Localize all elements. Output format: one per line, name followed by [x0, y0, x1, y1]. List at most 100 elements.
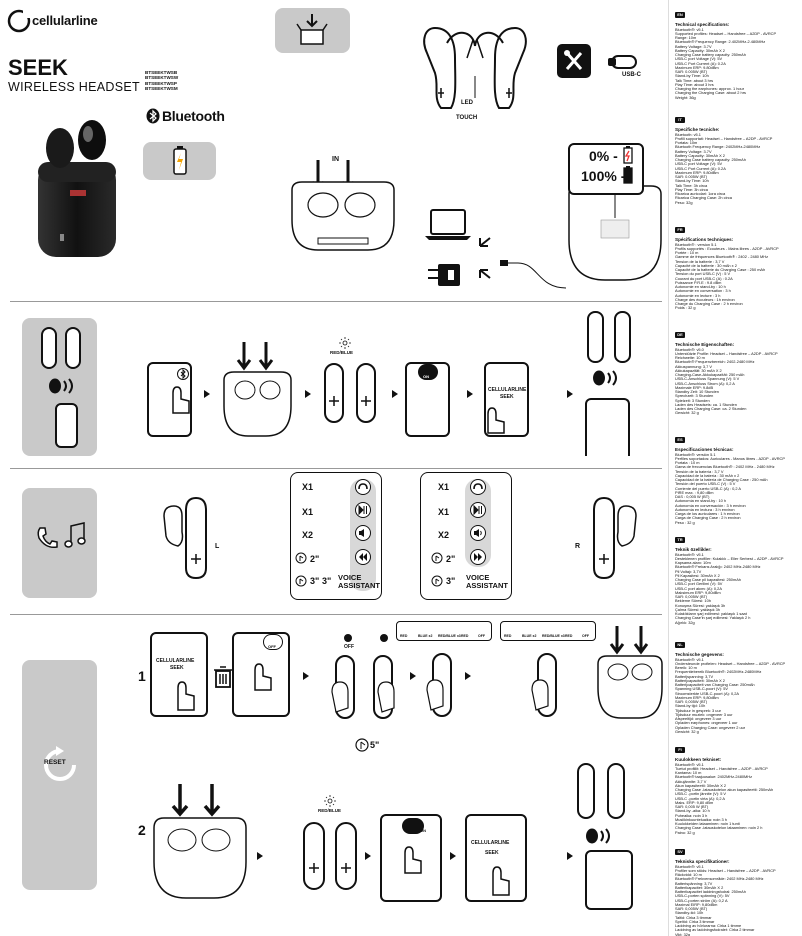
model-code: BTSEEKTWSB	[145, 70, 178, 75]
spec-line: Battery Capacity: 30mAh X 2	[675, 153, 725, 158]
spec-line: USB-C port akımı (A): 0,2A	[675, 586, 722, 591]
left-x2-vol: X2	[302, 530, 314, 540]
spec-line: Charge du Charging Case : 2 h environ	[675, 302, 743, 307]
spec-line: Vikt: 32g	[675, 932, 691, 936]
left-hold3-b: 3"	[322, 576, 332, 586]
spec-line: Paino: 32 g	[675, 830, 695, 835]
spec-line: Courant du port USB-C (A) : 0.2A	[675, 276, 733, 281]
spec-line: Akkukapazität: 30 mAh X 2	[675, 368, 722, 373]
spec-line: Gamme de fréquences Bluetooth® : 2402 - …	[675, 255, 769, 260]
bluetooth-toggle-icon	[177, 368, 189, 380]
device-name-label: CELLULARLINE	[156, 658, 195, 664]
led-blink-icon	[339, 337, 351, 349]
led-red-blue-label: RED/BLUE	[318, 808, 342, 813]
spec-line: Laden des Headsets: ca. 1 Stunden	[675, 402, 737, 407]
step-arrow	[410, 672, 416, 680]
spec-line: Standby-tid: 10h	[675, 911, 704, 916]
spec-line: Autonomía en conversación : 3 h environ	[675, 503, 746, 508]
spec-line: Portata : 10 m	[675, 461, 700, 466]
spec-line: Maks. ERP: 9,80 dBm	[675, 800, 714, 805]
device-name-label: CELLULARLINE	[471, 840, 510, 846]
spec-line: Charging Case battery capacity: 250mAh	[675, 53, 746, 58]
spec-line: Bluetooth®: v5.1	[675, 552, 704, 557]
spec-line: Batterijcapaciteit van Charging Case: 25…	[675, 683, 755, 688]
spec-line: Capacidad de la batería de Charging Case…	[675, 478, 768, 483]
spec-line: Tensión del puerto USB-C (V) : 5 V	[675, 482, 736, 487]
spec-line: Laden des Charging Case: ca. 2 Stunden	[675, 407, 747, 412]
spec-line: Supported profiles: Headset – Handsfree …	[675, 31, 777, 36]
spec-line: Reichweite: 10 m	[675, 356, 705, 361]
spec-line: USB-C-Anschluss Spannung (V): 5 V	[675, 377, 740, 382]
spec-title: Kuulokkeen tekniset:	[675, 757, 722, 762]
battery-full-icon	[623, 166, 633, 184]
music-note-icon	[64, 522, 86, 548]
call-glyph	[358, 483, 368, 490]
led-red-blue-label: RED/BLUE	[330, 350, 354, 355]
phone-icon	[55, 403, 78, 448]
spec-title: Spécifications techniques:	[675, 237, 734, 242]
language-flag: TR	[675, 537, 685, 543]
call-icon	[355, 479, 371, 495]
spec-line: Puissance P.R.E : 9.8 dBm	[675, 280, 722, 285]
spec-line: Gewicht: 32 g	[675, 729, 699, 734]
led-off-dot	[380, 634, 388, 642]
step-arrow	[465, 672, 471, 680]
spec-line: Spanning USB-C-poort (V): 5V	[675, 687, 728, 692]
step-arrow	[450, 852, 456, 860]
bluetooth-on-toggle[interactable]	[418, 364, 438, 380]
spec-line: Corriente del puerto USB-C (A) : 0,2 A	[675, 486, 741, 491]
spec-line: Batterikapacitet laddningsfodral: 250mAh	[675, 890, 746, 895]
touch-label: TOUCH	[456, 115, 478, 121]
bluetooth-off-toggle[interactable]	[263, 634, 283, 650]
bluetooth-off-label: OFF	[268, 644, 276, 649]
spec-title: Technische Eigenschaften:	[675, 342, 735, 347]
language-flag: DE	[675, 332, 685, 338]
spec-line: Portée : 10 m	[675, 251, 699, 256]
right-x1-play: X1	[438, 507, 450, 517]
spec-line: Profiler som stöds: Headset – Handsfree …	[675, 868, 776, 873]
vol-up-glyph	[474, 529, 482, 537]
vol-down-glyph	[359, 529, 364, 537]
step-arrow	[305, 390, 311, 398]
language-flag: FI	[675, 747, 685, 753]
spec-line: Weight: 36g	[675, 95, 696, 100]
spec-line: Stroomsterkte USB-C-poort (A): 0,2A	[675, 691, 739, 696]
hold-5-label: 5"	[370, 740, 380, 750]
led-state: OFF	[478, 634, 485, 638]
finger-select-icon	[487, 407, 505, 434]
spec-line: Puheaika: noin 3 h	[675, 813, 708, 818]
spec-line: Speltid: Cirka 3 timmar	[675, 919, 715, 924]
spec-line: Maximum ERP: 9.80dBm	[675, 65, 719, 70]
spec-title: Technische gegevens:	[675, 652, 724, 657]
spec-line: Unterstützte Profile: Headset – Handsfre…	[675, 351, 778, 356]
spec-line: Maximum ERP: 9,80dBm	[675, 695, 719, 700]
spec-line: Capacité de la batterie du Charging Case…	[675, 268, 766, 273]
spec-line: Tijdsduur muziek: ongeveer 3 uur	[675, 712, 733, 717]
spec-line: Kapsama alanı: 10m	[675, 561, 711, 566]
spec-line: Bluetooth® : version 5.1	[675, 242, 717, 247]
earbuds-led-diagram	[324, 363, 376, 423]
spec-line: Pil Voltajı: 3,7V	[675, 569, 702, 574]
case-insert-diagram	[291, 160, 395, 251]
model-codes: BTSEEKTWSB BTSEEKTWSW BTSEEKTWSP BTSEEKT…	[145, 70, 178, 92]
spec-line: Stand-by -aika: 10 h	[675, 809, 710, 814]
earbuds-reset-diagram	[426, 653, 452, 717]
spec-line: Kulaklıkların şarj edilmesi: yaklaşık 1 …	[675, 612, 747, 617]
bluetooth-on-toggle[interactable]	[402, 818, 424, 834]
spec-line: Kantama: 10 m	[675, 771, 702, 776]
spec-line: Carga de los auriculares : 1 h environ	[675, 512, 740, 517]
wall-charger-icon	[428, 264, 460, 286]
right-label: R	[575, 543, 581, 550]
finger-select-icon	[177, 681, 195, 711]
product-title: SEEK	[8, 55, 68, 80]
brand-logo-icon	[7, 9, 31, 33]
finger-tap-icon	[172, 386, 190, 414]
spec-line: Bluetooth® Frequency Range: 2.402MHz-2.4…	[675, 40, 766, 45]
spec-line: Maximale ERP: 9.8dB	[675, 385, 714, 390]
spec-title: Technical specifications:	[675, 22, 730, 27]
right-hold3: 3"	[446, 576, 456, 586]
earbuds-hold-diagram	[331, 655, 395, 719]
led-label: LED	[461, 100, 473, 106]
